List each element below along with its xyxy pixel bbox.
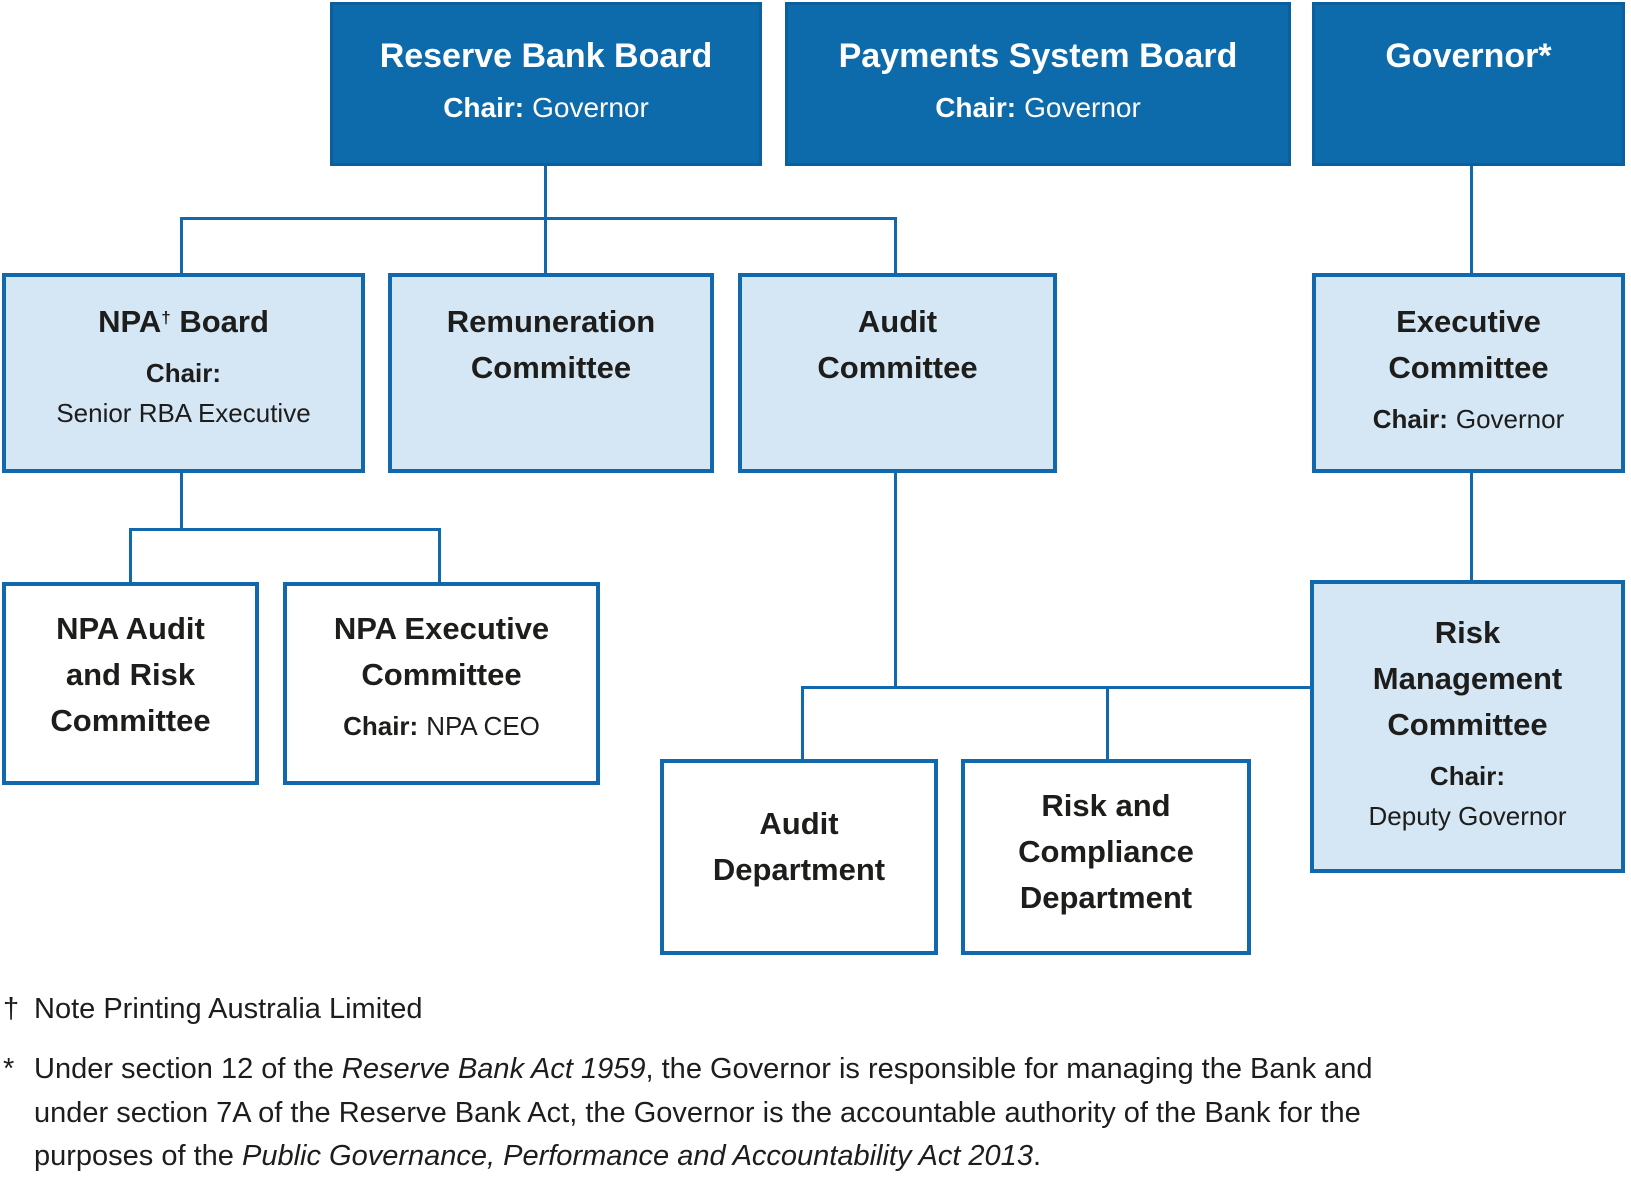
chair-label: Chair: <box>145 357 222 388</box>
npa-executive-committee-box: NPA Executive Committee Chair:NPA CEO <box>283 582 600 785</box>
footnote-segment: , the Governor is responsible for managi… <box>34 1053 1373 1172</box>
footnote-marker: † <box>3 993 20 1025</box>
connector-line <box>801 686 804 759</box>
box-title: Governor* <box>1385 37 1552 75</box>
governor-box: Governor* <box>1312 2 1625 166</box>
chair-line: Chair:Governor <box>1373 399 1565 439</box>
footnote-marker: * <box>3 1053 15 1085</box>
connector-line <box>1470 166 1473 273</box>
footnote-dagger: † Note Printing Australia Limited <box>3 988 422 1032</box>
chair-label: Chair: <box>1372 403 1448 434</box>
connector-line <box>180 473 183 528</box>
audit-committee-box: Audit Committee <box>738 273 1057 473</box>
risk-management-committee-box: Risk Management Committee Chair: Deputy G… <box>1310 580 1625 873</box>
connector-line <box>438 528 441 582</box>
reserve-bank-board-box: Reserve Bank Board Chair:Governor <box>330 2 762 166</box>
chair-value: Governor <box>1455 403 1565 434</box>
chair-label: Chair: <box>935 91 1017 123</box>
box-title: NPA Executive Committee <box>333 611 550 692</box>
box-title: Audit Committee <box>817 304 978 385</box>
box-title: Payments System Board <box>838 37 1238 75</box>
footnote-segment: . <box>1032 1140 1042 1172</box>
box-title: Risk Management Committee <box>1372 615 1563 742</box>
chair-line: Chair:Governor <box>935 92 1141 124</box>
box-title: Remuneration Committee <box>446 304 656 385</box>
footnote-text: Note Printing Australia Limited <box>34 993 423 1025</box>
chair-line: Chair: Deputy Governor <box>1369 756 1567 837</box>
chair-label: Chair: <box>343 710 419 741</box>
box-title: NPA Audit and Risk Committee <box>50 611 211 738</box>
payments-system-board-box: Payments System Board Chair:Governor <box>785 2 1291 166</box>
connector-line <box>801 686 1310 689</box>
footnote-segment: Under section 12 of the <box>34 1053 342 1085</box>
connector-line <box>1470 473 1473 580</box>
footnote-asterisk: * Under section 12 of the Reserve Bank A… <box>3 1048 1434 1177</box>
connector-line <box>180 217 183 273</box>
chair-line: Chair: Senior RBA Executive <box>56 353 310 434</box>
title-text: Board <box>170 304 269 339</box>
dagger-superscript: † <box>161 307 171 327</box>
footnote-segment-italic: Public Governance, Performance and Accou… <box>241 1140 1033 1172</box>
risk-compliance-department-box: Risk and Compliance Department <box>961 759 1251 955</box>
connector-line <box>894 473 897 688</box>
chair-value: NPA CEO <box>426 710 540 741</box>
npa-board-box: NPA† Board Chair: Senior RBA Executive <box>2 273 365 473</box>
footnote-segment-italic: Reserve Bank Act 1959 <box>341 1053 646 1085</box>
chair-label: Chair: <box>443 91 525 123</box>
connector-line <box>180 217 897 220</box>
box-title: Executive Committee <box>1388 304 1549 385</box>
chair-value: Senior RBA Executive <box>56 398 311 429</box>
chair-value: Governor <box>532 91 649 123</box>
chair-line: Chair:Governor <box>443 92 649 124</box>
connector-line <box>129 528 441 531</box>
connector-line <box>1106 686 1109 759</box>
audit-department-box: Audit Department <box>660 759 938 955</box>
chair-line: Chair:NPA CEO <box>343 706 540 746</box>
footnote-text: Under section 12 of the Reserve Bank Act… <box>34 1048 1434 1177</box>
box-title: Audit Department <box>712 806 886 887</box>
executive-committee-box: Executive Committee Chair:Governor <box>1312 273 1625 473</box>
npa-audit-risk-committee-box: NPA Audit and Risk Committee <box>2 582 259 785</box>
connector-line <box>894 217 897 273</box>
title-text: NPA <box>98 304 162 339</box>
chair-value: Deputy Governor <box>1368 800 1567 831</box>
chair-label: Chair: <box>1429 760 1506 791</box>
box-title: Reserve Bank Board <box>379 37 713 75</box>
chair-value: Governor <box>1024 91 1141 123</box>
box-title: NPA† Board <box>98 299 269 345</box>
remuneration-committee-box: Remuneration Committee <box>388 273 714 473</box>
box-title: Risk and Compliance Department <box>1018 788 1194 915</box>
connector-line <box>129 528 132 582</box>
